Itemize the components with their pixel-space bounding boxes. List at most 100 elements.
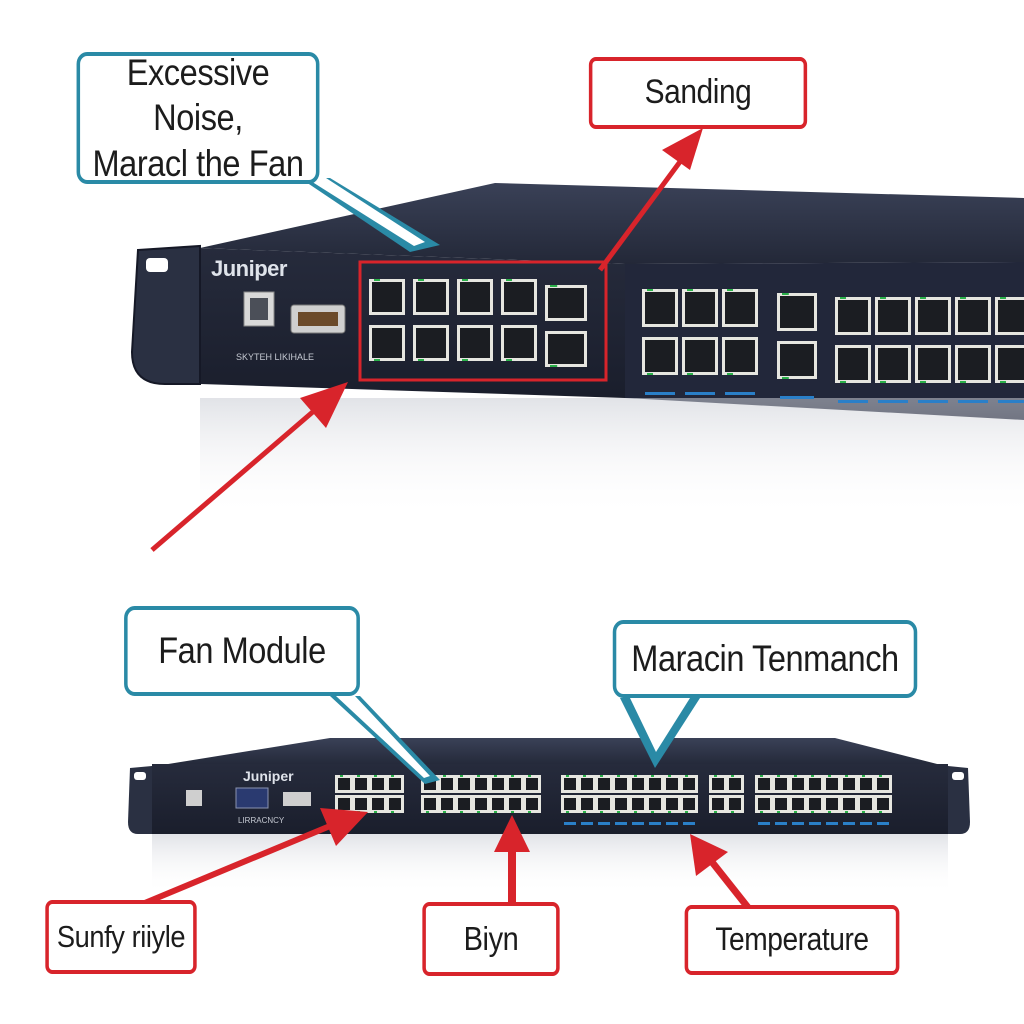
port-led xyxy=(634,775,637,777)
port-socket xyxy=(649,778,661,790)
port-socket xyxy=(809,778,821,790)
port-led xyxy=(566,811,569,813)
callout-sunfy-riiyle: Sunfy riiyle xyxy=(45,900,197,974)
port-socket xyxy=(792,798,804,810)
port-led xyxy=(920,297,926,299)
port-socket xyxy=(860,798,872,810)
callout-text: Fan Module xyxy=(158,630,326,672)
bottom-console-port xyxy=(186,790,202,806)
device-label: SKYTEH LIKIHALE xyxy=(236,352,314,362)
top-switch: Juniper SKYTEH LIKIHALE xyxy=(130,183,1024,518)
port-led xyxy=(811,775,814,777)
port-socket xyxy=(372,282,402,312)
link-strip xyxy=(581,822,593,825)
port-led xyxy=(506,359,512,361)
port-led xyxy=(960,381,966,383)
port-led xyxy=(374,775,377,777)
port-socket xyxy=(958,348,988,380)
port-socket xyxy=(564,798,576,810)
port-socket xyxy=(712,778,724,790)
port-led xyxy=(528,811,531,813)
link-strip xyxy=(838,400,868,403)
port-led xyxy=(840,297,846,299)
port-led xyxy=(460,775,463,777)
callout-fan-module: Fan Module xyxy=(124,606,360,696)
arrow-head xyxy=(690,834,728,876)
port-led xyxy=(880,297,886,299)
port-led xyxy=(811,811,814,813)
port-socket xyxy=(389,798,401,810)
port-socket xyxy=(372,328,402,358)
link-strip xyxy=(666,822,678,825)
port-socket xyxy=(775,778,787,790)
port-socket xyxy=(632,798,644,810)
port-socket xyxy=(683,778,695,790)
port-led xyxy=(727,289,733,291)
port-socket xyxy=(877,778,889,790)
top-switch-reflection xyxy=(200,398,1024,518)
port-led xyxy=(511,775,514,777)
pointers xyxy=(138,128,753,913)
callout-text: Sunfy riiyle xyxy=(56,919,186,955)
port-led xyxy=(418,359,424,361)
port-led xyxy=(845,811,848,813)
port-socket xyxy=(389,778,401,790)
port-socket xyxy=(725,292,755,324)
port-led xyxy=(391,775,394,777)
port-led xyxy=(494,811,497,813)
port-socket xyxy=(958,300,988,332)
bottom-usb-port xyxy=(283,792,311,806)
link-strip xyxy=(598,822,610,825)
port-socket xyxy=(758,798,770,810)
port-socket xyxy=(998,300,1024,332)
port-socket xyxy=(615,798,627,810)
port-socket xyxy=(838,300,868,332)
port-socket xyxy=(729,778,741,790)
callout-sanding: Sanding xyxy=(588,57,808,129)
bottom-switch-lid xyxy=(162,738,945,766)
port-led xyxy=(528,775,531,777)
port-socket xyxy=(878,348,908,380)
callout-biyn: Biyn xyxy=(422,902,560,976)
link-strip xyxy=(998,400,1024,403)
port-socket xyxy=(998,348,1024,380)
port-led xyxy=(840,381,846,383)
port-socket xyxy=(860,778,872,790)
port-socket xyxy=(338,778,350,790)
port-led xyxy=(443,775,446,777)
port-socket xyxy=(877,798,889,810)
link-strip xyxy=(843,822,855,825)
port-led xyxy=(340,775,343,777)
port-socket xyxy=(460,328,490,358)
port-socket xyxy=(792,778,804,790)
port-led xyxy=(828,811,831,813)
link-strip xyxy=(645,392,675,395)
port-socket xyxy=(441,798,453,810)
port-led xyxy=(462,359,468,361)
port-led xyxy=(357,775,360,777)
port-led xyxy=(794,775,797,777)
port-led xyxy=(462,279,468,281)
port-socket xyxy=(564,778,576,790)
port-led xyxy=(426,811,429,813)
port-socket xyxy=(548,334,584,364)
link-strip xyxy=(780,396,814,399)
port-socket xyxy=(758,778,770,790)
port-led xyxy=(374,811,377,813)
port-led xyxy=(782,377,789,379)
port-led xyxy=(647,289,653,291)
link-strip xyxy=(775,822,787,825)
port-led xyxy=(687,373,693,375)
port-socket xyxy=(780,344,814,376)
port-socket xyxy=(526,798,538,810)
port-led xyxy=(477,811,480,813)
port-led xyxy=(460,811,463,813)
arrow-head xyxy=(662,128,703,170)
port-socket xyxy=(509,778,521,790)
callout-temperature: Temperature xyxy=(684,905,900,975)
port-socket xyxy=(685,292,715,324)
port-socket xyxy=(355,778,367,790)
link-strip xyxy=(826,822,838,825)
link-strip xyxy=(860,822,872,825)
port-socket xyxy=(838,348,868,380)
